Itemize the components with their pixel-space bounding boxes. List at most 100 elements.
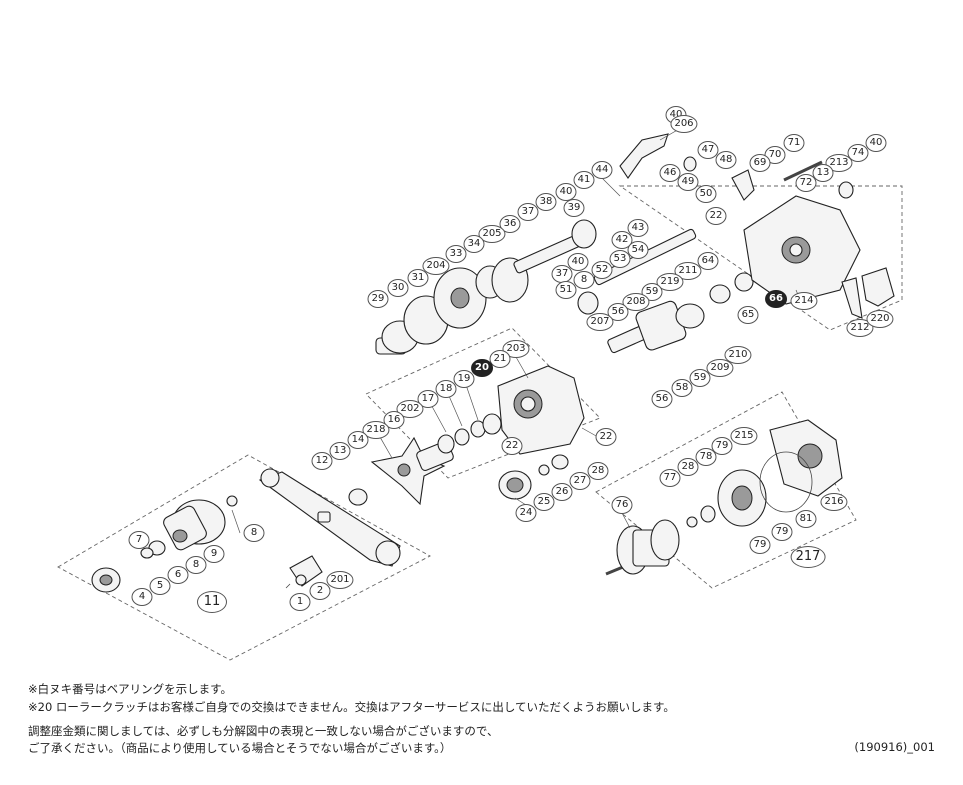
part-label: 18: [435, 380, 457, 398]
assembly-box-11: [57, 454, 431, 661]
part-label: 203: [502, 340, 530, 358]
part-label: 27: [569, 472, 591, 490]
part-label: 210: [724, 346, 752, 364]
part-label: 12: [311, 452, 333, 470]
part-label: 71: [783, 134, 805, 152]
spool-76: [605, 519, 680, 576]
part-label: 204: [422, 257, 450, 275]
part-label: 42: [611, 231, 633, 249]
part-label: 38: [535, 193, 557, 211]
part-label: 20: [471, 359, 493, 377]
part-label: 212: [846, 319, 874, 337]
part-label: 76: [611, 496, 633, 514]
part-label: 49: [677, 173, 699, 191]
part-label: 214: [790, 292, 818, 310]
drive-gear-train: [375, 219, 597, 355]
note-roller-clutch: ※20 ローラークラッチはお客様ご自身での交換はできません。交換はアフターサービ…: [28, 700, 675, 714]
part-label: 24: [515, 504, 537, 522]
part-label: 58: [671, 379, 693, 397]
part-label: 217: [790, 546, 826, 568]
part-label: 81: [795, 510, 817, 528]
part-label: 37: [517, 203, 539, 221]
part-label: 77: [659, 469, 681, 487]
diagram-code: (190916)_001: [854, 740, 935, 754]
part-label: 34: [463, 235, 485, 253]
part-label: 41: [573, 171, 595, 189]
part-label: 47: [697, 141, 719, 159]
part-label: 39: [563, 199, 585, 217]
part-label: 64: [697, 252, 719, 270]
part-label: 79: [771, 523, 793, 541]
part-label: 28: [677, 458, 699, 476]
part-label: 69: [749, 154, 771, 172]
part-label: 206: [670, 115, 698, 133]
handle-arm: [258, 468, 401, 567]
part-label: 9: [203, 545, 225, 563]
part-label: 48: [715, 151, 737, 169]
part-label: 211: [674, 262, 702, 280]
part-label: 8: [573, 271, 595, 289]
part-label: 7: [128, 531, 150, 549]
part-label: 220: [866, 310, 894, 328]
part-label: 79: [711, 437, 733, 455]
part-label: 215: [730, 427, 758, 445]
part-label: 5: [149, 577, 171, 595]
part-label: 19: [453, 370, 475, 388]
part-label: 16: [383, 411, 405, 429]
star-drag: [348, 436, 446, 506]
part-label: 22: [501, 437, 523, 455]
part-label: 207: [586, 313, 614, 331]
part-label: 14: [347, 431, 369, 449]
part-label: 74: [847, 144, 869, 162]
part-label: 79: [749, 536, 771, 554]
part-label: 17: [417, 390, 439, 408]
part-label: 201: [326, 571, 354, 589]
clutch-lever-220: [841, 267, 895, 319]
part-label: 1: [289, 593, 311, 611]
part-label: 30: [387, 279, 409, 297]
part-label: 46: [659, 164, 681, 182]
part-label: 52: [591, 261, 613, 279]
part-label: 8: [185, 556, 207, 574]
part-label: 22: [595, 428, 617, 446]
part-label: 216: [820, 493, 848, 511]
brake-plate-215: [686, 451, 813, 528]
part-label: 78: [695, 448, 717, 466]
part-label: 21: [489, 350, 511, 368]
part-label: 26: [551, 483, 573, 501]
part-label: 202: [396, 400, 424, 418]
pinion-and-shaft: [577, 228, 754, 354]
part-label: 36: [499, 215, 521, 233]
part-label: 6: [167, 566, 189, 584]
part-label: 66: [765, 290, 787, 308]
part-label: 8: [243, 524, 265, 542]
part-label: 59: [689, 369, 711, 387]
note-bearing: ※白ヌキ番号はベアリングを示します。: [28, 682, 232, 696]
part-label: 213: [825, 154, 853, 172]
part-label: 29: [367, 290, 389, 308]
part-label: 43: [627, 219, 649, 237]
part-label: 2: [309, 582, 331, 600]
part-label: 56: [607, 303, 629, 321]
frame-214: [743, 195, 861, 305]
part-label: 22: [705, 207, 727, 225]
main-gear-stack: [416, 413, 502, 471]
part-label: 53: [609, 250, 631, 268]
part-label: 4: [131, 588, 153, 606]
part-label: 11: [197, 591, 227, 613]
handle-small-parts: [285, 555, 323, 589]
part-label: 218: [362, 421, 390, 439]
part-label: 33: [445, 245, 467, 263]
thumb-bar-206: [619, 133, 669, 179]
handle-knob-assembly: [91, 495, 238, 593]
part-label: 205: [478, 225, 506, 243]
part-label: 209: [706, 359, 734, 377]
part-label: 13: [812, 164, 834, 182]
part-label: 31: [407, 269, 429, 287]
drag-knob-24: [498, 454, 569, 500]
part-label: 28: [587, 462, 609, 480]
part-label: 51: [555, 281, 577, 299]
part-label: 208: [622, 293, 650, 311]
